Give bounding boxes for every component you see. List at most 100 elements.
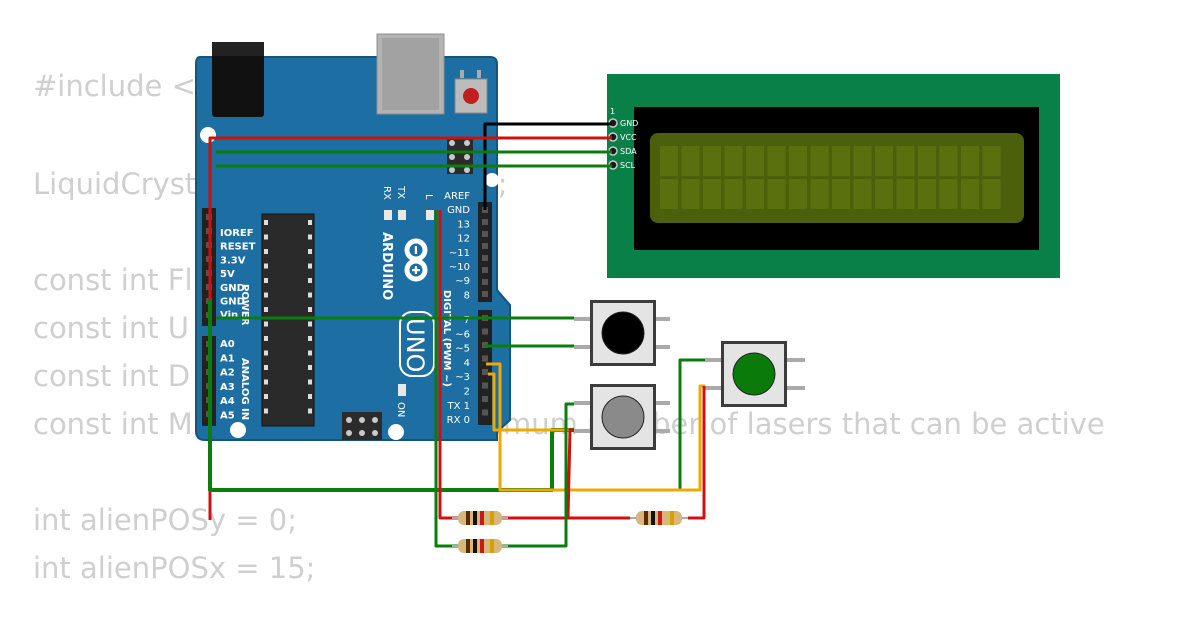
header-hole <box>482 355 488 362</box>
l-label: L <box>423 194 434 200</box>
tx-label: TX <box>395 185 406 199</box>
lcd-char-cell <box>853 179 872 209</box>
chip-pin <box>308 234 312 240</box>
pin-label: Vin <box>220 310 238 321</box>
lcd-char-cell <box>810 146 829 176</box>
header-hole <box>482 219 488 225</box>
code-line: const int U <box>33 311 190 345</box>
code-line: int alienPOSy = 0; <box>33 503 297 537</box>
lcd-char-cell <box>767 146 786 176</box>
lcd-char-cell <box>703 179 721 209</box>
pin-label: A0 <box>220 339 235 350</box>
lcd-char-cell <box>746 179 764 209</box>
pin-label: 3.3V <box>220 255 246 266</box>
header-hole <box>482 369 488 375</box>
chip-pin <box>308 408 312 414</box>
pin-label: A4 <box>220 396 235 407</box>
chip-pin <box>264 307 268 312</box>
lcd-char-cell <box>724 146 743 176</box>
resistor-2 <box>452 539 508 553</box>
rx-label: RX <box>381 186 392 200</box>
wire-red-res1 <box>438 210 612 520</box>
lcd-char-cell <box>961 146 979 176</box>
lcd-char-cell <box>724 179 743 209</box>
pin-label: ~3 <box>455 372 470 383</box>
pin-label: TX 1 <box>447 401 471 412</box>
chip-pin <box>264 350 268 356</box>
lcd-char-cell <box>939 146 958 176</box>
wire-yellow-b <box>488 372 574 432</box>
digital-header-title: DIGITAL (PWM ~) <box>441 290 452 387</box>
chip-pin <box>308 249 312 254</box>
lcd-pin-label: SDA <box>620 147 637 156</box>
pushbutton-gray <box>574 384 670 450</box>
analog-header-title: ANALOG IN <box>239 358 250 420</box>
chip-pin <box>264 379 268 385</box>
pin-label: AREF <box>444 191 470 202</box>
pin-label: A3 <box>220 382 235 393</box>
chip-pin <box>264 234 268 240</box>
header-hole <box>482 231 488 237</box>
header-hole <box>482 396 488 402</box>
wire-red-res3 <box>688 386 706 520</box>
lcd-pin-label: SCL <box>620 161 636 170</box>
lcd-char-cell <box>746 146 764 176</box>
wire-green-res <box>434 210 574 548</box>
lcd-char-cell <box>832 146 850 176</box>
pushbutton-green <box>705 341 805 407</box>
pin-label: 12 <box>457 234 470 245</box>
pin-label: IOREF <box>220 228 254 239</box>
code-line: const int D <box>33 359 191 393</box>
chip-pin <box>264 278 268 283</box>
pin-label: A2 <box>220 368 235 379</box>
arduino-brand-text: ARDUINO <box>379 232 394 300</box>
pin-label: A5 <box>220 411 235 422</box>
power-jack <box>212 42 264 117</box>
resistor-3 <box>630 511 688 525</box>
on-label: ON <box>395 402 406 417</box>
wires <box>208 122 706 548</box>
pin-label: RESET <box>220 242 256 253</box>
code-line: LiquidCryst <box>33 167 197 201</box>
lcd-char-cell <box>875 179 893 209</box>
chip-pin <box>308 292 312 298</box>
arduino-model-text: UNO <box>401 318 429 372</box>
wire-yellow-a <box>486 362 705 492</box>
chip-pin <box>264 321 268 327</box>
code-line: const int Fl <box>33 263 193 297</box>
chip-pin <box>308 379 312 385</box>
chip-pin <box>264 365 268 370</box>
arduino-logo-icon <box>404 238 428 282</box>
lcd-char-cell <box>789 179 807 209</box>
pin-label: ~11 <box>449 248 470 259</box>
lcd-char-cell <box>832 179 850 209</box>
lcd-char-cell <box>982 146 1001 176</box>
pin-label: GND <box>220 283 245 294</box>
lcd-char-cell <box>681 179 700 209</box>
lcd-char-cell <box>939 179 958 209</box>
power-header-title: POWER <box>239 284 250 326</box>
pin-label: ~9 <box>455 276 470 287</box>
chip-pin <box>308 350 312 356</box>
code-line: const int M <box>33 407 193 441</box>
lcd-pin-label: GND <box>620 119 638 128</box>
chip-pin <box>264 292 268 298</box>
chip-pin <box>308 321 312 327</box>
pin-label: 13 <box>457 219 470 230</box>
lcd-char-cell <box>918 146 936 176</box>
chip-pin <box>308 278 312 283</box>
pin-label: 4 <box>464 358 470 369</box>
header-hole <box>482 291 488 297</box>
pin-label: ~5 <box>455 344 470 355</box>
lcd-char-cell <box>918 179 936 209</box>
lcd-char-cell <box>660 179 678 209</box>
header-hole <box>482 255 488 261</box>
lcd-char-cell <box>896 146 915 176</box>
pin-label: GND <box>447 205 470 216</box>
lcd-char-cell <box>810 179 829 209</box>
header-hole <box>482 328 488 335</box>
pin-label: 8 <box>464 290 470 301</box>
